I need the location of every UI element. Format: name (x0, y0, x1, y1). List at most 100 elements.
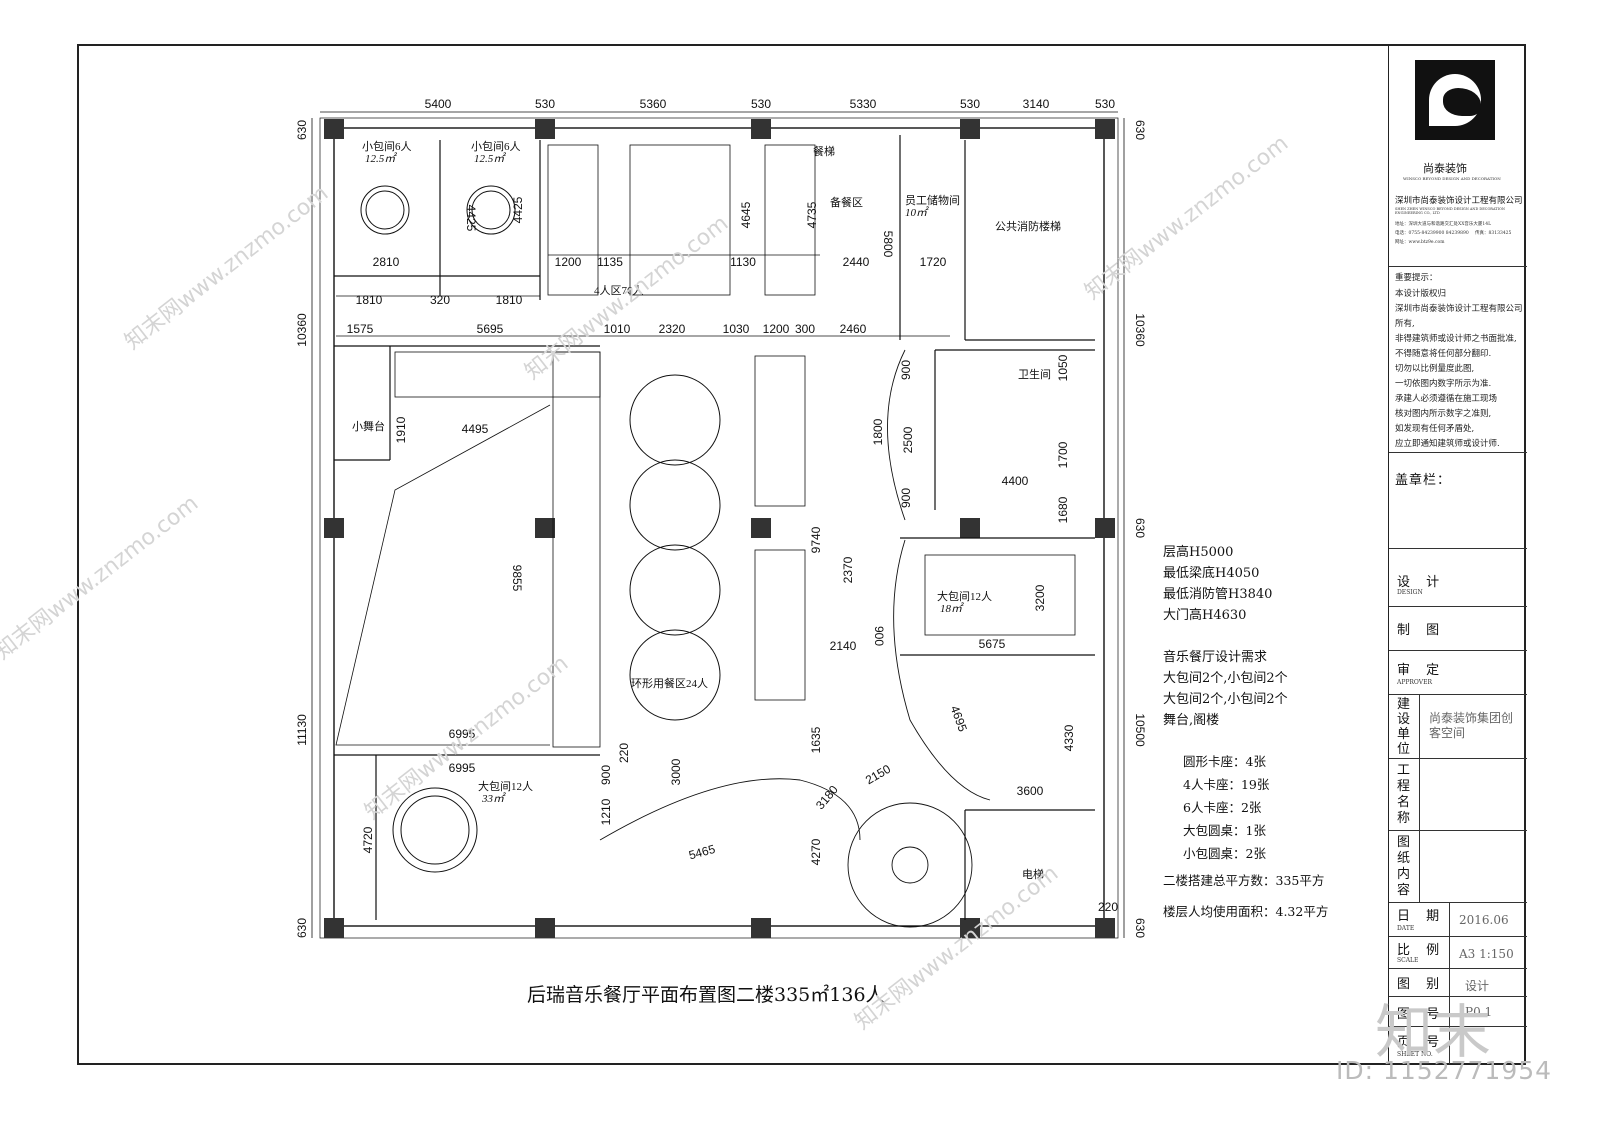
room-area: 10㎡ (905, 206, 929, 219)
title-block: 尚泰装饰 WINSCO BEYOND DESIGN AND DECORATION… (1388, 44, 1527, 1065)
id-label: ID: 1152771954 (1336, 1056, 1553, 1085)
column (535, 518, 555, 538)
dim-label: 2370 (841, 556, 855, 583)
dim-label: 4400 (1002, 474, 1029, 488)
note-line: 最低梁底H4050 (1163, 566, 1260, 581)
dim-label: 1680 (1056, 496, 1070, 523)
dim-label: 2150 (863, 762, 893, 788)
draw-row: 制 图 (1389, 606, 1527, 650)
dim-label: 630 (295, 918, 309, 938)
scale-en: SCALE (1397, 957, 1419, 964)
dim-label: 2810 (373, 255, 400, 269)
scale-value: A3 1:150 (1459, 947, 1514, 961)
room-label-small-1: 小包间6人 (362, 140, 412, 153)
design-notes: 层高H5000 最低梁底H4050 最低消防管H3840 大门高H4630 音乐… (1163, 542, 1288, 731)
dim-label: 900 (899, 360, 913, 380)
company-logo (1415, 60, 1495, 140)
dim-label: 4495 (462, 422, 489, 436)
dim-label: 4645 (739, 201, 753, 228)
dim-label: 1030 (723, 322, 750, 336)
dim-label: 6995 (449, 727, 476, 741)
dim-label: 2140 (830, 639, 857, 653)
seating-stats: 圆形卡座：4张 4人卡座：19张 6人卡座：2张 大包圆桌：1张 小包圆桌：2张… (1163, 750, 1328, 923)
company-phone: 电话：0755-84239900 84239890 (1395, 231, 1469, 236)
stamp-section: 盖章栏： (1389, 452, 1527, 548)
client-row: 建设单位 尚泰装饰集团创客空间 (1389, 694, 1527, 759)
design-label: 设 计 (1397, 575, 1446, 590)
room-label-large-1: 大包间12人 (937, 589, 992, 603)
dim-label: 630 (1133, 918, 1147, 938)
round-table (466, 185, 516, 235)
room-label-large-2: 大包间12人 (478, 779, 533, 793)
stat-line: 圆形卡座：4张 (1183, 754, 1266, 769)
interior-walls (334, 135, 1095, 920)
room-area: 12.5㎡ (365, 152, 397, 165)
drawing-title: 后瑞音乐餐厅平面布置图二楼335㎡136人 (527, 984, 885, 1006)
notice-line: 核对图内所示数字之准则, (1395, 409, 1492, 419)
dim-label: 5800 (881, 231, 895, 258)
stat-line: 6人卡座：2张 (1183, 800, 1262, 815)
approve-label: 审 定 (1397, 663, 1446, 678)
notice-line: 切勿以比例量度此图, (1395, 364, 1475, 374)
notice-line: 不得随意将任何部分翻印. (1395, 349, 1492, 359)
watermark-logo: 知末 (1375, 998, 1492, 1066)
client-value: 尚泰装饰集团创客空间 (1429, 711, 1514, 740)
column (751, 119, 771, 139)
dim-label: 4330 (1062, 724, 1076, 751)
note-line: 音乐餐厅设计需求 (1163, 650, 1268, 665)
column (960, 918, 980, 938)
notice-line: 应立即通知建筑师或设计师. (1395, 439, 1500, 449)
dim-label: 2320 (659, 322, 686, 336)
note-line: 层高H5000 (1163, 545, 1234, 560)
client-label: 建设单位 (1397, 697, 1411, 757)
dim-label: 4720 (361, 826, 375, 853)
dim-label: 4425 (511, 196, 525, 223)
dim-label: 6995 (449, 761, 476, 775)
top-dimension-labels: 5400 530 5360 530 5330 530 3140 530 (425, 97, 1116, 111)
notice-section: 重要提示： 本设计版权归 深圳市尚泰装饰设计工程有限公司所有, 非得建筑师或设计… (1389, 266, 1527, 449)
round-table-inner (471, 190, 511, 230)
dim-label: 3000 (669, 758, 683, 785)
content-label: 图纸内容 (1397, 835, 1411, 898)
round-table (360, 185, 410, 235)
column (535, 918, 555, 938)
dim-label: 4735 (805, 201, 819, 228)
booth-seating (394, 144, 1076, 748)
dim-label: 1910 (394, 416, 408, 443)
dim-label: 2460 (840, 322, 867, 336)
column (960, 119, 980, 139)
dim-label: 530 (960, 97, 980, 111)
dim-label: 1200 (555, 255, 582, 269)
dim-label: 5465 (687, 842, 717, 863)
column (324, 918, 344, 938)
structural-columns (324, 119, 1115, 938)
room-label-elevator: 电梯 (1022, 868, 1044, 881)
dim-label: 5675 (979, 637, 1006, 651)
room-label-fire-stair: 公共消防楼梯 (995, 219, 1061, 233)
company-full-name: 深圳市尚泰装饰设计工程有限公司 (1395, 196, 1523, 206)
column (960, 518, 980, 538)
dim-label: 2500 (901, 426, 915, 453)
draw-label: 制 图 (1397, 623, 1446, 638)
note-line: 大门高H4630 (1163, 608, 1247, 623)
left-dimension-labels: 630 10360 11130 630 (295, 120, 309, 938)
room-label-four-seat: 4人区76人 (594, 284, 644, 297)
dim-label: 5400 (425, 97, 452, 111)
dimension-lines (311, 111, 1125, 938)
date-value: 2016.06 (1459, 913, 1509, 927)
dim-label: 630 (1133, 120, 1147, 140)
type-value: 设计 (1465, 979, 1490, 993)
content-row: 图纸内容 (1389, 830, 1527, 903)
right-dimension-labels: 630 10360 630 10500 630 (1133, 120, 1147, 938)
dim-label: 1810 (356, 293, 383, 307)
dim-label: 300 (795, 322, 815, 336)
dim-label: 1575 (347, 322, 374, 336)
room-area: 18㎡ (940, 602, 964, 615)
dim-label: 320 (430, 293, 450, 307)
scale-row: 比 例 SCALE A3 1:150 (1389, 936, 1527, 969)
room-area: 12.5㎡ (474, 152, 506, 165)
dim-label: 3180 (813, 782, 841, 812)
room-label-stage: 小舞台 (352, 419, 385, 433)
note-line: 大包间2个,小包间2个 (1163, 692, 1288, 707)
dim-label: 1210 (599, 798, 613, 825)
